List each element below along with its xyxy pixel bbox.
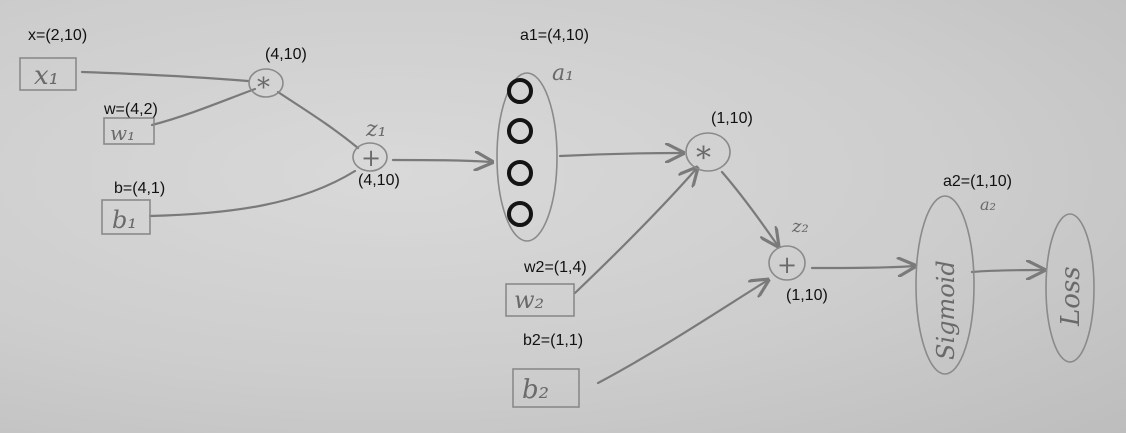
dim-b2: b2=(1,1) [523, 332, 583, 349]
edge-mul1-to-add1 [276, 90, 360, 150]
label-a2: a₂ [980, 195, 996, 214]
neuron-4 [507, 201, 533, 227]
edge-w1-to-mul1 [150, 87, 257, 127]
label-w1: w₁ [110, 121, 135, 145]
add-symbol-2: + [777, 251, 797, 279]
mul-symbol-1: * [257, 73, 270, 103]
label-w2: w₂ [514, 286, 544, 314]
dim-w: w=(4,2) [103, 101, 158, 118]
edge-b2-to-add2 [596, 280, 768, 385]
edge-x1-to-mul1 [80, 70, 250, 83]
input-box-w1: w₁ [103, 117, 155, 145]
neuron-2 [507, 118, 533, 144]
neuron-1 [507, 78, 533, 104]
label-b2: b₂ [522, 375, 549, 405]
label-sigmoid: Sigmoid [932, 260, 960, 360]
label-a1: a₁ [552, 61, 574, 86]
loss-node: Loss [1045, 213, 1095, 363]
mul-node-2: * [685, 132, 731, 176]
dim-mul2: (1,10) [711, 110, 753, 127]
dim-add1: (4,10) [358, 172, 400, 189]
input-box-b1: b₁ [101, 199, 151, 235]
label-z2: z₂ [791, 216, 809, 237]
dim-a2: a2=(1,10) [943, 173, 1012, 190]
dim-w2: w2=(1,4) [523, 259, 587, 276]
edge-w2-to-mul2 [573, 168, 697, 295]
edge-add2-to-sigmoid [810, 266, 915, 268]
layer-a1 [496, 72, 558, 242]
label-loss: Loss [1056, 266, 1086, 327]
edge-sigmoid-to-loss [970, 270, 1044, 272]
input-box-x1: x₁ [19, 57, 77, 91]
edge-mul2-to-add2 [720, 170, 778, 246]
dim-b: b=(4,1) [114, 180, 165, 197]
edge-b1-to-add1 [148, 169, 357, 218]
input-box-w2: w₂ [505, 283, 575, 317]
dim-x: x=(2,10) [28, 27, 87, 44]
dim-a1: a1=(4,10) [520, 27, 589, 44]
edge-a1-to-mul2 [558, 153, 683, 156]
input-box-b2: b₂ [512, 368, 580, 408]
neuron-3 [507, 160, 533, 186]
mul-symbol-2: * [696, 141, 711, 176]
sigmoid-node: Sigmoid [915, 195, 975, 375]
add-node-2: + [768, 245, 806, 281]
dim-mul1: (4,10) [265, 46, 307, 63]
edge-add1-to-a1 [391, 160, 492, 162]
mul-node-1: * [248, 68, 284, 103]
label-z1: z₁ [365, 117, 386, 142]
add-node-1: + [352, 142, 388, 172]
label-x1: x₁ [34, 61, 59, 91]
label-b1: b₁ [112, 206, 137, 234]
dim-add2: (1,10) [786, 287, 828, 304]
add-symbol-1: + [361, 144, 381, 172]
